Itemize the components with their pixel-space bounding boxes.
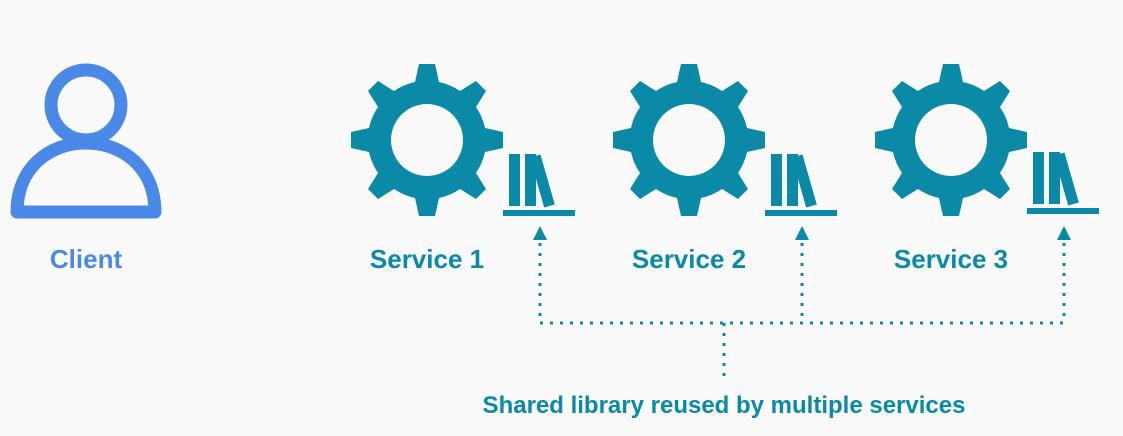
gear-icon-service-2 <box>613 64 765 216</box>
gear-icon-service-3 <box>875 64 1027 216</box>
books-icon-service-1 <box>503 154 575 216</box>
service-1-label: Service 1 <box>369 244 485 274</box>
arrow-up-icon <box>533 226 547 240</box>
shared-library-connectors <box>538 243 1066 378</box>
person-icon <box>10 63 162 219</box>
books-icon-service-2 <box>765 154 837 216</box>
arrow-up-icon <box>1057 226 1071 240</box>
client-label: Client <box>49 244 123 274</box>
arrowheads <box>533 226 1071 240</box>
arrow-up-icon <box>795 226 809 240</box>
service-2-label: Service 2 <box>631 244 747 274</box>
service-3-label: Service 3 <box>893 244 1009 274</box>
books-icon-service-3 <box>1027 152 1099 214</box>
gear-icon-service-1 <box>351 64 503 216</box>
shared-library-caption: Shared library reused by multiple servic… <box>482 392 966 419</box>
